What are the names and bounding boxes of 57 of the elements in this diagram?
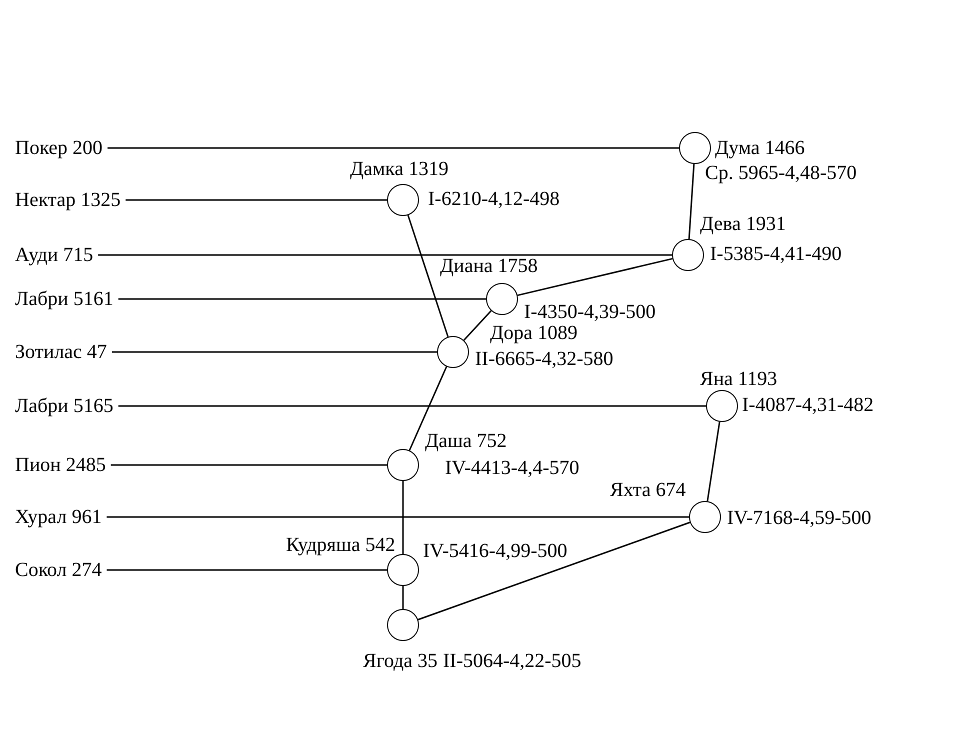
connector-line xyxy=(118,298,486,300)
connector-line xyxy=(463,310,492,341)
circle-node xyxy=(387,609,419,641)
connector-line xyxy=(408,366,448,451)
circle-node xyxy=(486,283,518,315)
name-label: Нектар 1325 xyxy=(15,189,121,211)
animal-name: Дора 1089 xyxy=(490,322,578,344)
circle-node xyxy=(706,390,738,422)
connector-line xyxy=(407,214,449,338)
connector-line xyxy=(688,164,695,240)
circle-node xyxy=(689,501,721,533)
connector-line xyxy=(118,405,706,407)
circle-node xyxy=(437,336,469,368)
connector-line xyxy=(402,586,404,609)
production-record: I-4350-4,39-500 xyxy=(524,301,656,323)
animal-name: Дума 1466 xyxy=(715,137,805,159)
animal-name: Кудряша 542 xyxy=(286,534,396,556)
circle-node xyxy=(387,449,419,481)
name-label: Лабри 5165 xyxy=(15,395,114,417)
circle-node xyxy=(679,132,711,164)
circle-node xyxy=(387,184,419,216)
animal-name: Яхта 674 xyxy=(610,479,686,501)
connector-line xyxy=(106,516,689,518)
name-label: Ауди 715 xyxy=(15,244,94,266)
connector-line xyxy=(706,422,720,502)
circle-node xyxy=(672,239,704,271)
animal-name: Диана 1758 xyxy=(440,255,538,277)
name-label: Покер 200 xyxy=(15,137,103,159)
circle-node xyxy=(387,554,419,586)
production-record: IV-4413-4,4-570 xyxy=(445,457,580,479)
production-record: I-4087-4,31-482 xyxy=(742,394,874,416)
connector-line xyxy=(110,464,387,466)
connector-line xyxy=(98,254,672,256)
connector-line xyxy=(112,351,437,353)
connector-line xyxy=(517,258,673,296)
production-record: I-6210-4,12-498 xyxy=(428,188,560,210)
animal-name: Ягода 35 xyxy=(363,650,438,672)
production-record: I-5385-4,41-490 xyxy=(710,243,842,265)
animal-name: Дева 1931 xyxy=(700,213,786,235)
animal-name: Даша 752 xyxy=(425,430,507,452)
production-record: Ср. 5965-4,48-570 xyxy=(705,162,857,184)
name-label: Хурал 961 xyxy=(15,506,102,528)
connector-line xyxy=(106,569,387,571)
name-label: Сокол 274 xyxy=(15,559,102,581)
production-record: IV-7168-4,59-500 xyxy=(727,507,872,529)
name-label: Зотилас 47 xyxy=(15,341,107,363)
connector-line xyxy=(402,481,404,554)
animal-name: Яна 1193 xyxy=(700,368,778,390)
connector-line xyxy=(126,199,387,201)
connector-line xyxy=(418,522,690,620)
connector-line xyxy=(108,147,679,149)
production-record: II-5064-4,22-505 xyxy=(443,650,582,672)
production-record: II-6665-4,32-580 xyxy=(475,348,614,370)
animal-name: Дамка 1319 xyxy=(350,158,448,180)
production-record: IV-5416-4,99-500 xyxy=(423,540,568,562)
name-label: Лабри 5161 xyxy=(15,288,114,310)
name-label: Пион 2485 xyxy=(15,454,106,476)
